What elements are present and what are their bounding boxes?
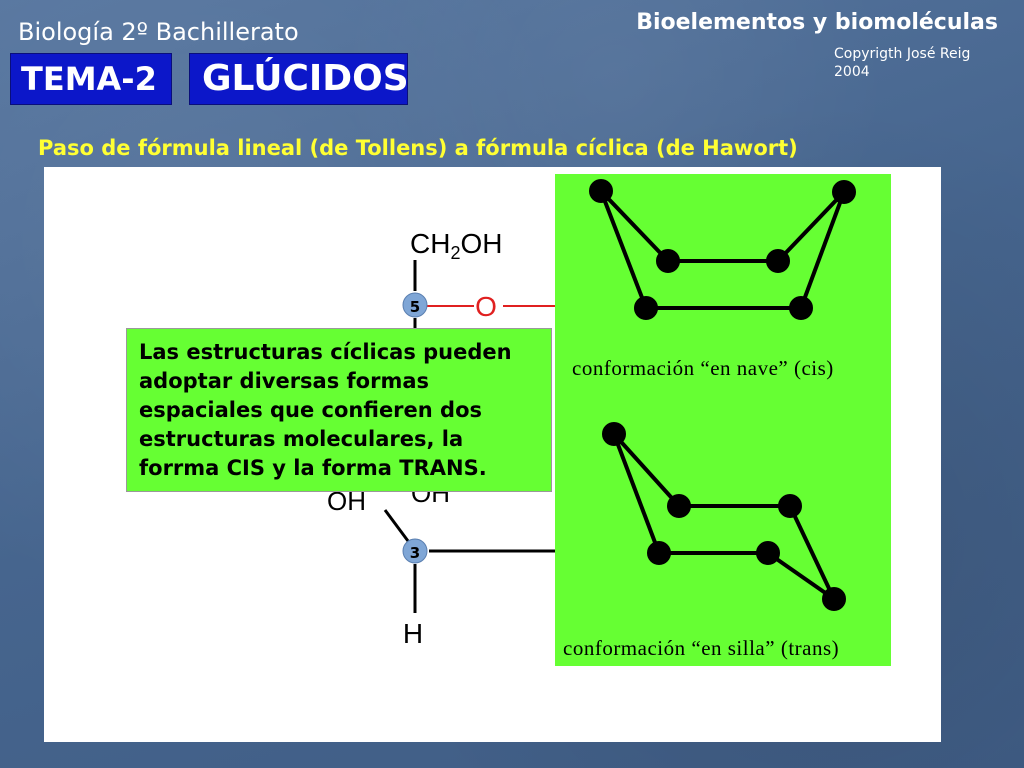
- slide-heading: Paso de fórmula lineal (de Tollens) a fó…: [38, 136, 798, 160]
- boat-conformation-shape: [589, 179, 856, 320]
- chair-atom-4: [822, 587, 846, 611]
- molecule-svg: CH2OH O 5 OH OH 3 H: [327, 228, 556, 649]
- boat-atom-5: [789, 296, 813, 320]
- chair-atom-2: [667, 494, 691, 518]
- copyright-author: Copyrigth José Reig: [834, 46, 971, 62]
- copyright-note: Copyrigth José Reig 2004: [834, 45, 984, 81]
- chair-conformation-label: conformación “en silla” (trans): [563, 636, 840, 660]
- carbon-5-node: [402, 292, 428, 318]
- chair-conformation-shape: [602, 422, 846, 611]
- chair-atom-6: [647, 541, 671, 565]
- chair-atom-3: [778, 494, 802, 518]
- ch2oh-label: CH2OH: [410, 228, 502, 263]
- boat-atom-2: [656, 249, 680, 273]
- conformations-panel: [555, 174, 891, 666]
- boat-atom-1: [589, 179, 613, 203]
- course-title: Biología 2º Bachillerato: [18, 18, 299, 46]
- ch2oh-tail: OH: [460, 228, 502, 259]
- ch2oh-subscript: 2: [450, 243, 460, 263]
- bond-oh-c3: [383, 509, 410, 542]
- callout-text: Las estructuras cíclicas pueden adoptar …: [139, 340, 512, 480]
- boat-conformation-label: conformación “en nave” (cis): [572, 356, 834, 380]
- tema-badge: TEMA-2: [10, 53, 172, 105]
- topic-title: Bioelementos y biomoléculas: [636, 10, 998, 35]
- boat-atom-6: [634, 296, 658, 320]
- carbon-5-label: 5: [410, 298, 420, 316]
- carbon-3-node: [402, 538, 428, 564]
- chair-atom-5: [756, 541, 780, 565]
- boat-atom-4: [832, 180, 856, 204]
- chair-atom-1: [602, 422, 626, 446]
- explanation-callout: Las estructuras cíclicas pueden adoptar …: [126, 328, 552, 492]
- copyright-year: 2004: [834, 64, 870, 80]
- hydrogen-label: H: [403, 618, 423, 649]
- title-badge: GLÚCIDOS: [189, 53, 409, 105]
- ch2oh-main: CH: [410, 228, 450, 259]
- conformations-svg: [589, 179, 856, 611]
- boat-atom-3: [766, 249, 790, 273]
- carbon-3-label: 3: [410, 544, 420, 562]
- ring-oxygen-label: O: [475, 291, 497, 322]
